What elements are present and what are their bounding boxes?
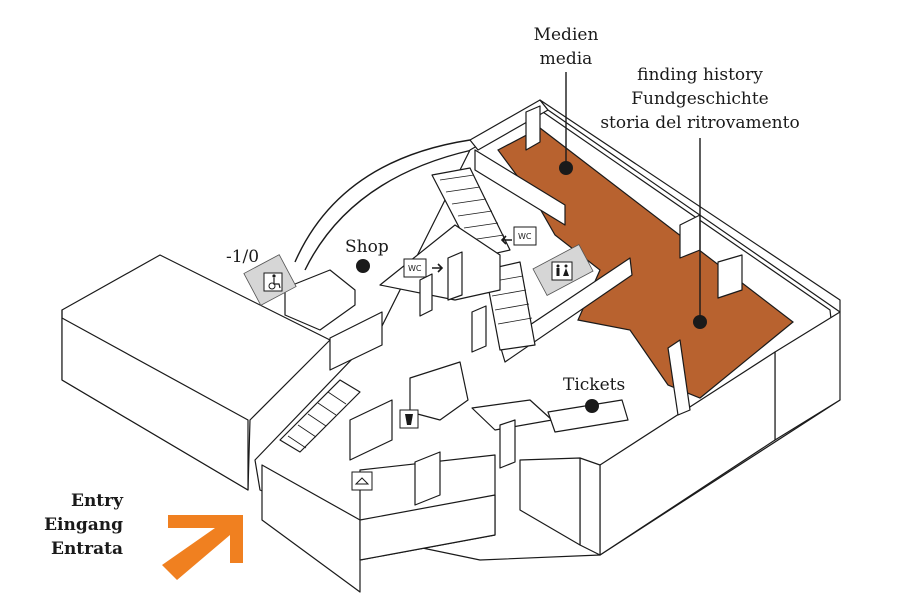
entry-label-de: Eingang <box>44 515 123 535</box>
history-dot <box>693 315 707 329</box>
wc-label-right: WC <box>518 232 532 241</box>
wheelchair-icon <box>263 272 283 292</box>
drink-icon <box>399 409 419 429</box>
wc-label-left: WC <box>408 264 422 273</box>
left-annex <box>61 254 331 491</box>
arrow-icon <box>500 235 512 245</box>
level-label: -1/0 <box>226 247 259 267</box>
exhibition-area <box>497 127 794 399</box>
entry-arrow-icon <box>162 515 243 580</box>
media-label-en: media <box>540 49 593 69</box>
entry-label-en: Entry <box>71 491 124 511</box>
wc-sign-left: WC <box>403 258 427 278</box>
entry-label-it: Entrata <box>51 539 123 559</box>
tickets-dot <box>585 399 599 413</box>
media-dot <box>559 161 573 175</box>
curved-wall-inner <box>304 149 473 271</box>
history-label-en: finding history <box>637 65 763 85</box>
history-label-de: Fundgeschichte <box>631 89 769 109</box>
restroom-icon <box>551 261 573 281</box>
wc-sign-right: WC <box>513 226 537 246</box>
arrow-icon <box>432 263 444 273</box>
coat-hanger-icon <box>351 471 373 491</box>
tickets-label: Tickets <box>563 375 625 395</box>
shop-label: Shop <box>345 237 389 257</box>
history-label-it: storia del ritrovamento <box>600 113 799 133</box>
curved-wall <box>294 139 471 263</box>
media-label-de: Medien <box>534 25 599 45</box>
central-structures <box>284 224 629 506</box>
stairs <box>279 167 536 453</box>
shop-dot <box>356 259 370 273</box>
